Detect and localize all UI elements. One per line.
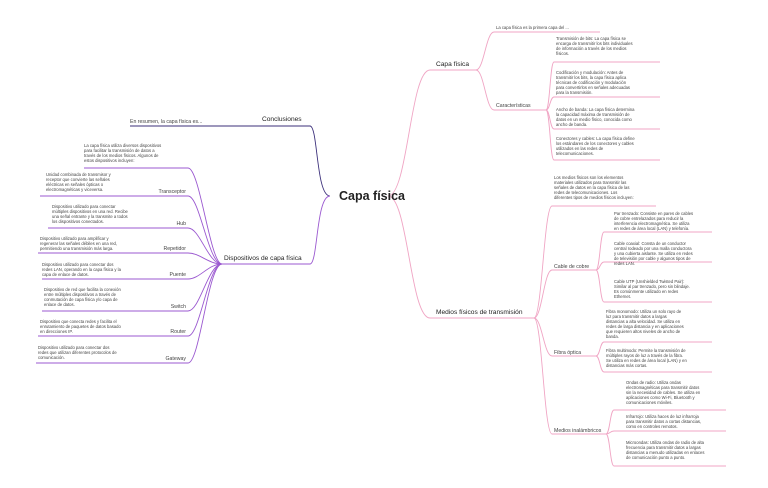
cable-cobre-item: Cable UTP (Unshielded Twisted Pair): Sim…: [614, 279, 690, 300]
cable-cobre-item: Cable coaxial: Consta de un conductor ce…: [614, 241, 693, 267]
dispositivo-desc: Dispositivo utilizado para conectar múlt…: [52, 204, 128, 225]
node-medios-inalambricos[interactable]: Medios inalámbricos: [554, 428, 602, 434]
node-transceptor[interactable]: Transceptor: [158, 189, 187, 195]
caracteristica-item: Transmisión de bits: La capa física se e…: [556, 36, 633, 57]
dispositivo-desc: Unidad combinada de transmisor y recepto…: [46, 172, 111, 193]
inalambrico-item: Ondas de radio: Utiliza ondas electromag…: [626, 380, 701, 406]
fibra-item: Fibra multimodo: Permite la transmisión …: [606, 348, 687, 369]
medios-intro: Los medios físicos son los elementos mat…: [554, 175, 634, 201]
branch-medios-fisicos[interactable]: Medios físicos de transmisión: [436, 309, 523, 316]
node-switch[interactable]: Switch: [170, 304, 186, 310]
capa-fisica-intro: La capa física es la primera capa del ..…: [496, 25, 569, 30]
caracteristica-item: Conectores y cables: La capa física defi…: [556, 136, 635, 157]
node-puente[interactable]: Puente: [169, 272, 186, 278]
right-connectors: [387, 31, 726, 467]
central-topic[interactable]: Capa física: [339, 189, 406, 203]
node-gateway[interactable]: Gateway: [165, 356, 186, 362]
conclusiones-text: En resumen, la capa física es...: [130, 119, 203, 125]
node-caracteristicas[interactable]: Características: [496, 103, 531, 109]
dispositivo-desc: Dispositivo que conecta redes y facilita…: [40, 319, 121, 335]
fibra-item: Fibra monomodo: Utiliza un solo rayo de …: [606, 309, 684, 340]
dispositivo-desc: Dispositivo de red que facilita la conex…: [44, 287, 121, 308]
branch-conclusiones[interactable]: Conclusiones: [262, 116, 302, 123]
branch-capa-fisica[interactable]: Capa física: [436, 61, 469, 68]
node-hub[interactable]: Hub: [176, 221, 186, 227]
dispositivo-desc: Dispositivo utilizado para amplificar y …: [40, 236, 118, 252]
caracteristica-item: Codificación y modulación: Antes de tran…: [556, 70, 631, 96]
cable-cobre-item: Par trenzado: Consiste en pares de cable…: [614, 211, 694, 232]
inalambrico-item: Infrarrojo: Utiliza haces de luz infrarr…: [626, 414, 702, 430]
caracteristica-item: Ancho de banda: La capa física determina…: [556, 107, 635, 128]
branch-dispositivos[interactable]: Dispositivos de capa física: [224, 255, 302, 262]
dispositivo-desc: Dispositivo utilizado para conectar dos …: [42, 262, 121, 278]
node-fibra-optica[interactable]: Fibra óptica: [554, 350, 582, 356]
inalambrico-item: Microondas: Utiliza ondas de radio de al…: [626, 440, 705, 461]
node-cable-cobre[interactable]: Cable de cobre: [554, 264, 590, 270]
dispositivos-intro: La capa física utiliza diversos disposit…: [84, 143, 162, 164]
node-router[interactable]: Router: [170, 329, 186, 335]
node-repetidor[interactable]: Repetidor: [163, 246, 187, 252]
left-connectors: [36, 125, 331, 364]
dispositivo-desc: Dispositivo utilizado para conectar dos …: [38, 345, 117, 361]
